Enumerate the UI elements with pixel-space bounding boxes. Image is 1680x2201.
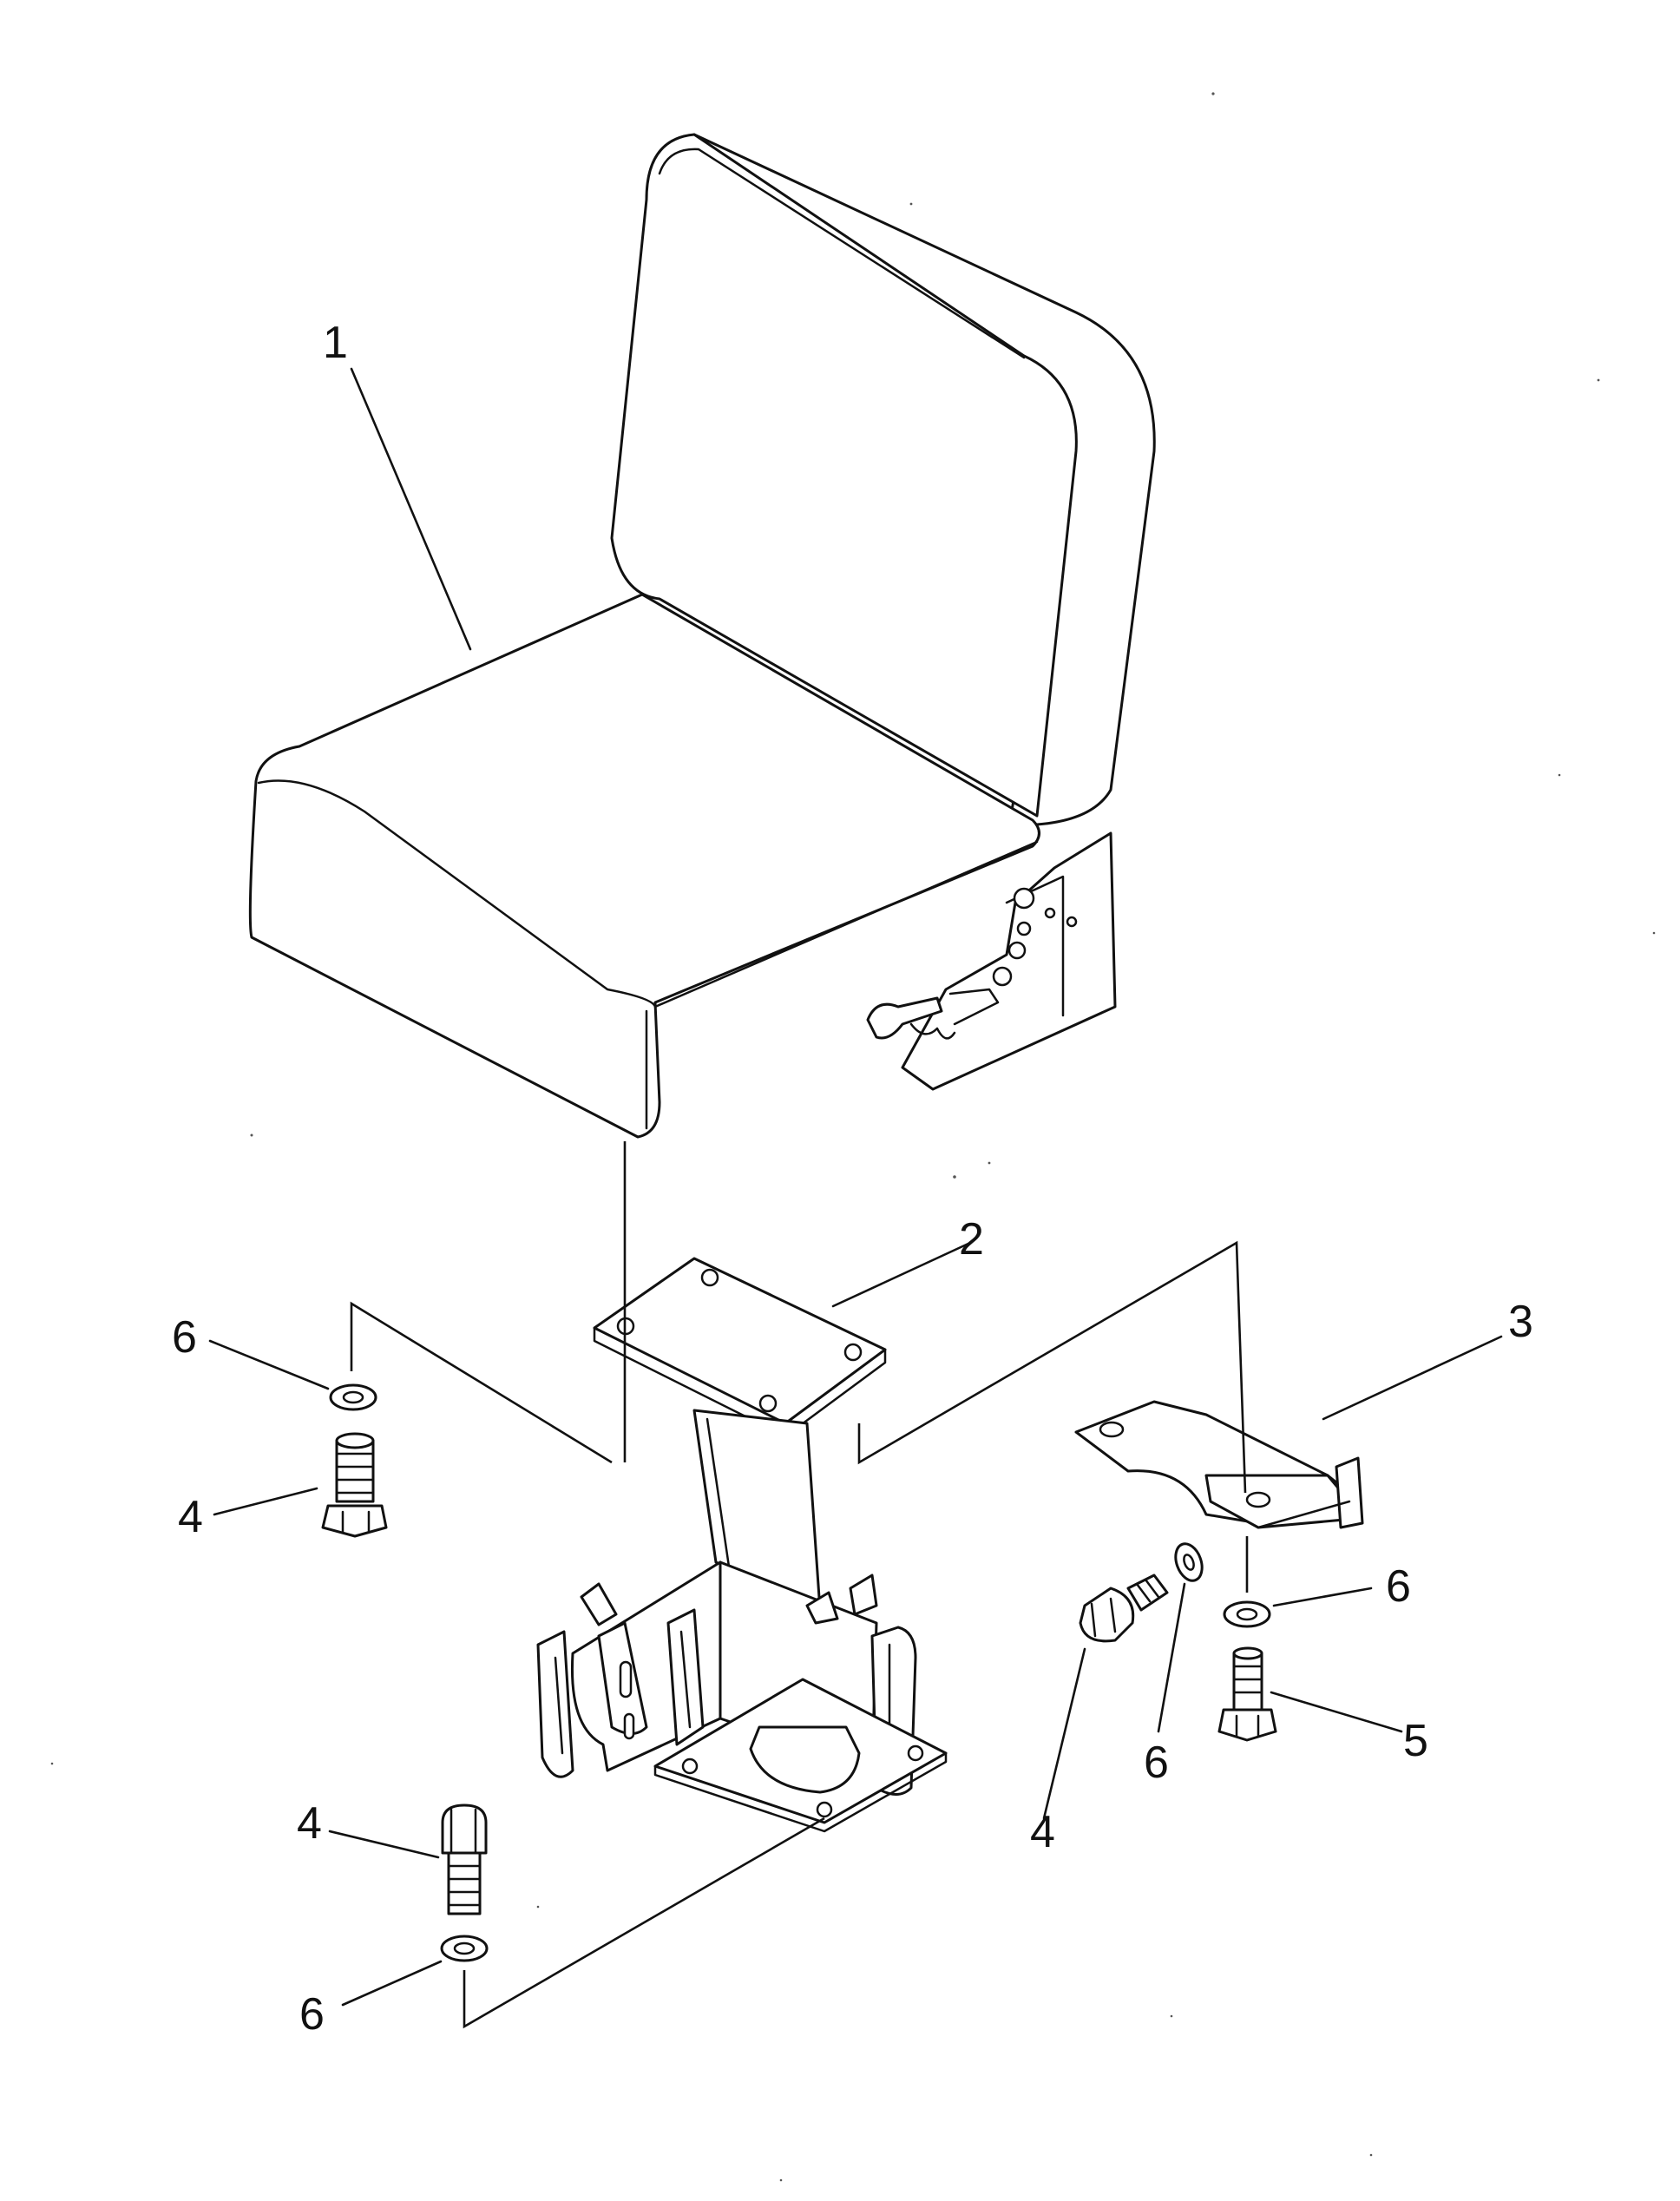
callout-label: 1 [323,318,348,368]
seat-backrest [610,133,1156,826]
callout-label: 2 [959,1214,984,1265]
bolt-4-right [1079,1574,1169,1643]
callout-label: 4 [1030,1807,1055,1857]
callout-label: 6 [1144,1738,1169,1788]
washer-6-right [1174,1542,1204,1582]
bolt-4-lower-left [441,1804,488,1915]
washer-6-lower-right [1223,1600,1271,1628]
callout-label: 4 [297,1798,322,1849]
callout-label: 6 [1386,1561,1411,1612]
callout-label: 4 [178,1492,203,1542]
callout-labels: 1 2 3 4 4 4 5 6 6 6 6 [172,318,1533,2040]
recline-hinge-bracket [866,831,1117,1091]
bolt-4-upper-left [321,1432,388,1538]
washer-6-upper-left [329,1383,377,1411]
scan-specks [50,92,1656,2182]
callout-label: 5 [1403,1716,1428,1766]
seat-cushion [248,593,1040,1139]
callout-leaders [208,367,1503,2007]
washer-6-lower-left [440,1935,489,1962]
callout-label: 3 [1508,1297,1533,1347]
callout-label: 6 [299,1989,325,2040]
callout-label: 6 [172,1312,197,1363]
assembly-guide-lines [350,1141,1249,2029]
pedestal-base [536,1560,948,1833]
seat-mount-pedestal [593,1257,887,1612]
bolt-5 [1217,1646,1277,1742]
side-bracket [1074,1400,1364,1529]
recline-lever [866,996,943,1040]
seat-assembly [248,133,1156,1139]
